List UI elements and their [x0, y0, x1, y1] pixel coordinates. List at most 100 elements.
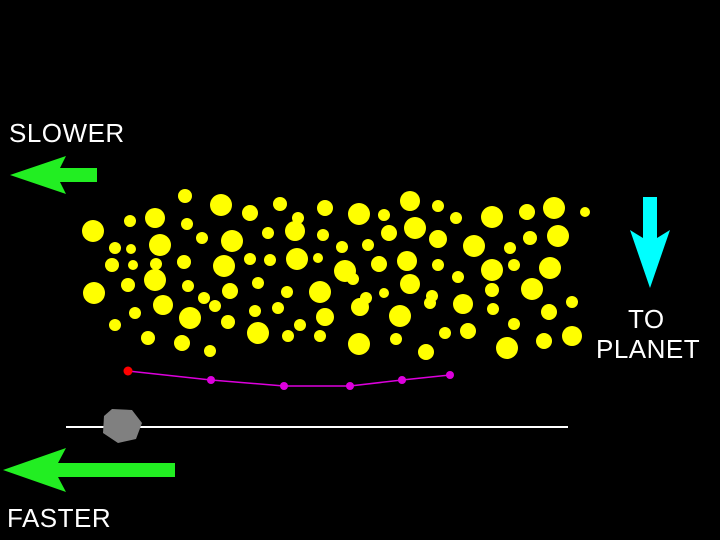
- ring-particle: [580, 207, 590, 217]
- trajectory-point: [346, 382, 354, 390]
- ring-particle: [221, 230, 243, 252]
- ring-particle: [485, 283, 499, 297]
- ring-particle: [252, 277, 264, 289]
- moonlet: [103, 409, 142, 443]
- ring-particle: [281, 286, 293, 298]
- ring-particle: [504, 242, 516, 254]
- ring-particle: [249, 305, 261, 317]
- ring-particle: [347, 273, 359, 285]
- ring-particle: [452, 271, 464, 283]
- ring-particle: [397, 251, 417, 271]
- ring-particle: [309, 281, 331, 303]
- ring-particle: [450, 212, 462, 224]
- ring-particle: [381, 225, 397, 241]
- trajectory-point: [207, 376, 215, 384]
- ring-particle: [181, 218, 193, 230]
- faster-arrow-icon: [3, 448, 175, 492]
- ring-particle: [317, 200, 333, 216]
- ring-particle: [144, 269, 166, 291]
- ring-particle: [129, 307, 141, 319]
- ring-particle: [539, 257, 561, 279]
- ring-particle: [496, 337, 518, 359]
- ring-particle: [362, 239, 374, 251]
- ring-particle: [404, 217, 426, 239]
- ring-particle: [294, 319, 306, 331]
- ring-particle: [429, 230, 447, 248]
- ring-particle: [109, 319, 121, 331]
- ring-particle: [247, 322, 269, 344]
- ring-particle: [313, 253, 323, 263]
- ring-particle: [213, 255, 235, 277]
- ring-particle: [543, 197, 565, 219]
- ring-particle: [196, 232, 208, 244]
- trajectory-point: [446, 371, 454, 379]
- ring-particle: [149, 234, 171, 256]
- ring-particle: [204, 345, 216, 357]
- ring-particle: [371, 256, 387, 272]
- ring-particle: [336, 241, 348, 253]
- ring-particle: [418, 344, 434, 360]
- ring-particle: [109, 242, 121, 254]
- ring-particle: [314, 330, 326, 342]
- trajectory-point: [398, 376, 406, 384]
- ring-particle: [83, 282, 105, 304]
- ring-particle: [521, 278, 543, 300]
- ring-particle: [222, 283, 238, 299]
- ring-particle: [351, 298, 369, 316]
- ring-particle: [121, 278, 135, 292]
- ring-particle: [153, 295, 173, 315]
- down-arrow-icon: [630, 197, 670, 288]
- ring-particle: [273, 197, 287, 211]
- ring-particle: [348, 333, 370, 355]
- ring-particle: [536, 333, 552, 349]
- ring-particle: [179, 307, 201, 329]
- ring-particle: [541, 304, 557, 320]
- ring-particle: [481, 259, 503, 281]
- ring-particle: [174, 335, 190, 351]
- ring-particle: [177, 255, 191, 269]
- ring-particle: [272, 302, 284, 314]
- trajectory-point: [280, 382, 288, 390]
- particle-trajectory: [124, 367, 455, 391]
- ring-particle: [316, 308, 334, 326]
- ring-particle: [453, 294, 473, 314]
- ring-particle: [432, 200, 444, 212]
- ring-particle: [566, 296, 578, 308]
- ring-particle: [378, 209, 390, 221]
- ring-particle: [463, 235, 485, 257]
- ring-particles: [82, 189, 590, 360]
- ring-particle: [221, 315, 235, 329]
- ring-particle: [145, 208, 165, 228]
- ring-particle: [262, 227, 274, 239]
- ring-particle: [128, 260, 138, 270]
- slower-arrow-icon: [10, 156, 97, 194]
- ring-particle: [424, 297, 436, 309]
- ring-particle: [282, 330, 294, 342]
- ring-particle: [487, 303, 499, 315]
- ring-particle: [439, 327, 451, 339]
- ring-particle: [209, 300, 221, 312]
- ring-particle: [242, 205, 258, 221]
- ring-particle: [285, 221, 305, 241]
- ring-particle: [400, 191, 420, 211]
- ring-particle: [105, 258, 119, 272]
- ring-particle: [432, 259, 444, 271]
- ring-particle: [389, 305, 411, 327]
- ring-particle: [317, 229, 329, 241]
- ring-particle: [547, 225, 569, 247]
- ring-particle: [508, 259, 520, 271]
- ring-particle: [198, 292, 210, 304]
- ring-particle: [178, 189, 192, 203]
- ring-particle: [390, 333, 402, 345]
- trajectory-start-point: [124, 367, 133, 376]
- ring-particle: [379, 288, 389, 298]
- ring-particle: [210, 194, 232, 216]
- ring-particle: [286, 248, 308, 270]
- ring-particle: [562, 326, 582, 346]
- ring-particle: [126, 244, 136, 254]
- ring-particle: [519, 204, 535, 220]
- ring-particle: [460, 323, 476, 339]
- ring-particle: [124, 215, 136, 227]
- ring-particle: [141, 331, 155, 345]
